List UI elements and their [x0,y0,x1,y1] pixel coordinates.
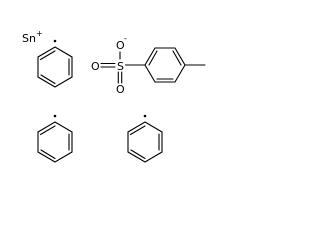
tin-charge: + [36,29,43,38]
oxygen-bottom-symbol: O [116,83,125,96]
tin-cation: Sn + [22,29,43,45]
tolyl-ring [144,47,186,83]
tin-symbol: Sn [22,32,36,45]
oxygen-left-symbol: O [91,60,100,73]
radical-dot [53,114,57,118]
phenyl-ring-bottom-right [127,114,163,163]
oxygen-charge: - [124,34,127,43]
radical-dot [53,39,57,43]
sulfur-symbol: S [117,60,124,73]
oxygen-anion-symbol: O [116,39,125,52]
phenyl-ring-bottom-left [37,114,73,163]
radical-dot [143,114,147,118]
tosylate-anion: O - O S O [91,34,206,96]
phenyl-ring-top [37,39,73,88]
chemical-structure: Sn + O - O S O [22,29,206,163]
